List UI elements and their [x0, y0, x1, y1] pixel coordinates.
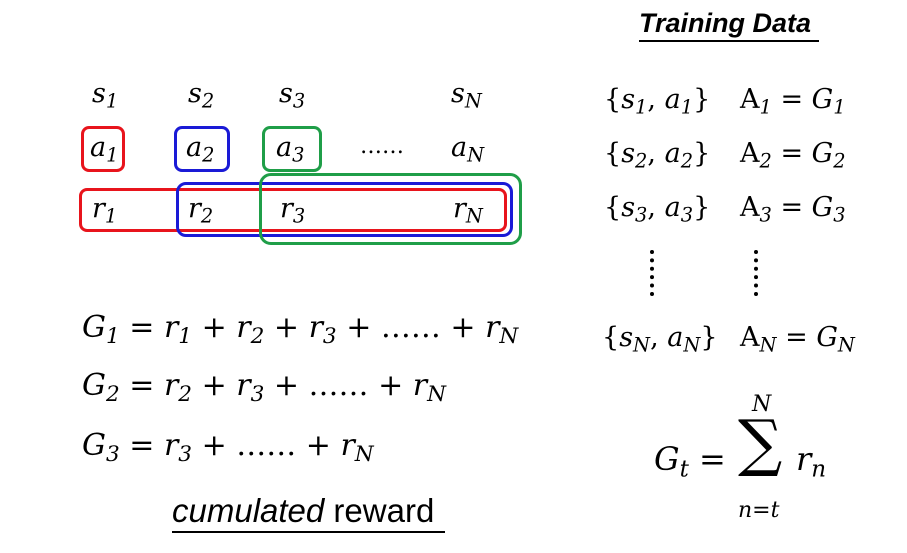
formula-lhs: Gt =	[654, 440, 726, 483]
state-sN: sN	[451, 78, 482, 113]
cumulated-reward-caption: cumulated reward	[172, 492, 434, 530]
equation-g1: G1 = r1 + r2 + r3 + …… + rN	[82, 310, 519, 350]
training-pair-N: {sN, aN}	[602, 322, 718, 357]
training-pair-2: {s2, a2}	[604, 138, 711, 173]
action-a3-highlight-box	[262, 126, 322, 172]
equation-g2: G2 = r2 + r3 + …… + rN	[82, 368, 447, 408]
reward-r2: r2	[188, 193, 214, 228]
action-aN: aN	[451, 132, 485, 167]
reward-r3-rN-highlight-box	[259, 173, 522, 245]
training-advantage-1: A1 = G1	[740, 84, 846, 119]
reward-rN: rN	[453, 193, 483, 228]
state-s2: s2	[188, 78, 215, 113]
reward-r1-rN-highlight-box	[79, 188, 507, 232]
training-data-title-underline	[639, 40, 819, 42]
training-pair-1: {s1, a1}	[604, 84, 711, 119]
training-pair-vertical-dots	[650, 250, 654, 296]
reward-r3: r3	[280, 193, 306, 228]
state-s3: s3	[279, 78, 306, 113]
training-data-title: Training Data	[639, 8, 812, 38]
sum-lower-limit: n=t	[738, 498, 780, 523]
action-a1: a1	[90, 132, 119, 167]
training-advantage-N: AN = GN	[740, 322, 855, 357]
training-advantage-2: A2 = G2	[740, 138, 846, 173]
training-advantage-vertical-dots	[754, 250, 758, 296]
state-s1: s1	[92, 78, 119, 113]
action-a1-highlight-box	[81, 126, 125, 172]
caption-italic-word: cumulated	[172, 492, 325, 529]
reward-r2-rN-highlight-box	[176, 182, 513, 237]
action-a3: a3	[276, 132, 305, 167]
equation-g3: G3 = r3 + …… + rN	[82, 428, 374, 468]
training-advantage-3: A3 = G3	[740, 192, 846, 227]
sum-upper-limit: N	[752, 392, 772, 417]
action-a2-highlight-box	[174, 126, 230, 172]
sigma-symbol: ∑	[738, 406, 783, 479]
formula-term: rn	[796, 440, 827, 483]
reward-r1: r1	[92, 193, 118, 228]
action-a2: a2	[186, 132, 215, 167]
caption-underline	[172, 531, 445, 533]
training-pair-3: {s3, a3}	[604, 192, 711, 227]
caption-plain-word: reward	[324, 492, 435, 529]
action-ellipsis: ……	[360, 134, 404, 159]
